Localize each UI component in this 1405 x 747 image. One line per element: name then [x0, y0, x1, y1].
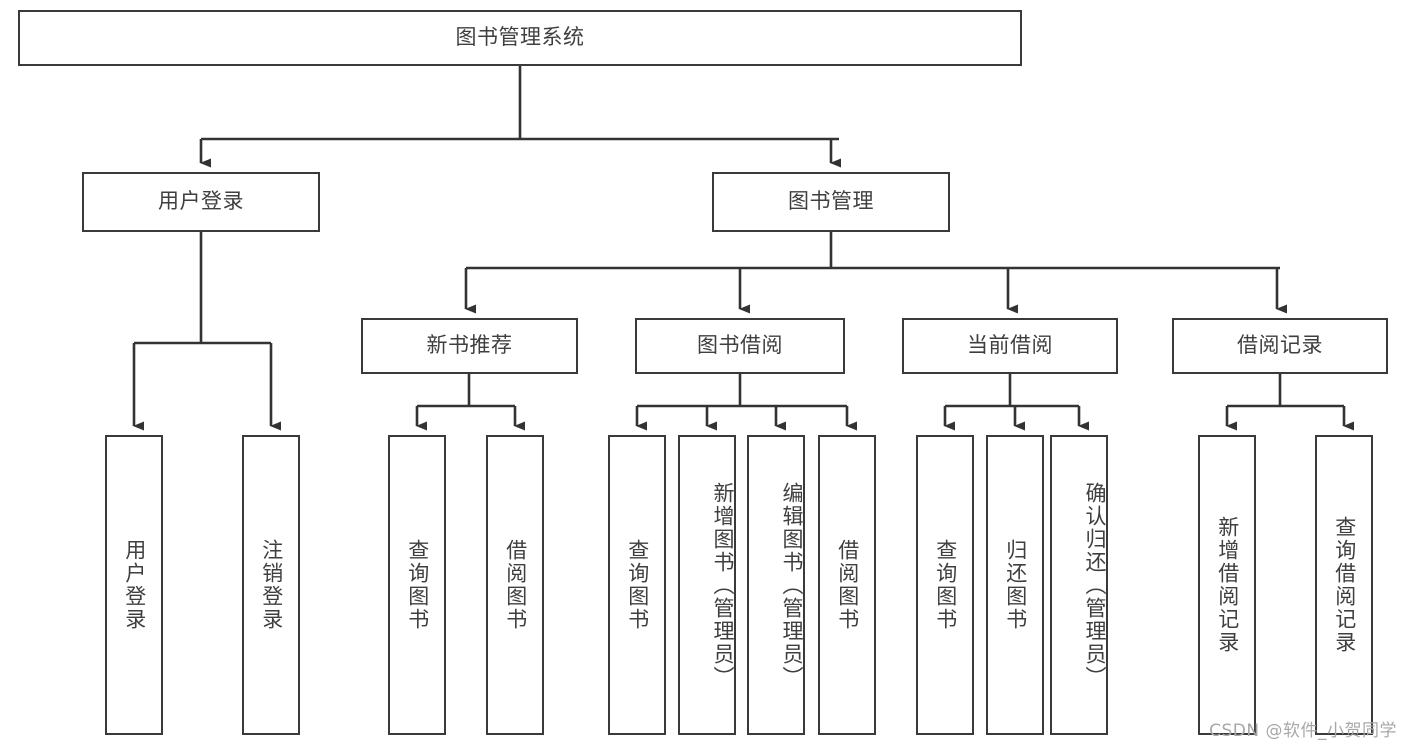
node-leaf-query-record[interactable]: 查询借阅记录: [1315, 435, 1373, 735]
node-book-manage-label: 图书管理: [788, 189, 874, 214]
node-current-borrow[interactable]: 当前借阅: [902, 318, 1118, 374]
node-leaf-confirm-return[interactable]: 确认归还（管理员）: [1050, 435, 1108, 735]
node-leaf-add-book-label: 新增图书（管理员）: [711, 481, 735, 689]
node-borrow-record-label: 借阅记录: [1237, 333, 1323, 358]
node-book-borrow[interactable]: 图书借阅: [635, 318, 845, 374]
node-leaf-return-book[interactable]: 归还图书: [986, 435, 1044, 735]
node-current-borrow-label: 当前借阅: [967, 333, 1053, 358]
node-root-label: 图书管理系统: [455, 25, 585, 50]
node-leaf-edit-book-label: 编辑图书（管理员）: [780, 481, 804, 689]
node-leaf-query-book-2[interactable]: 查询图书: [608, 435, 666, 735]
watermark: CSDN @软件_小贺同学: [1209, 721, 1397, 741]
node-leaf-query-book-1[interactable]: 查询图书: [388, 435, 446, 735]
node-root[interactable]: 图书管理系统: [18, 10, 1022, 66]
node-borrow-record[interactable]: 借阅记录: [1172, 318, 1388, 374]
node-leaf-borrow-book-1[interactable]: 借阅图书: [486, 435, 544, 735]
node-leaf-query-book-3[interactable]: 查询图书: [916, 435, 974, 735]
node-leaf-query-record-label: 查询借阅记录: [1332, 516, 1357, 654]
node-leaf-logout-label: 注销登录: [259, 539, 284, 631]
node-leaf-query-book-3-label: 查询图书: [933, 539, 958, 631]
node-leaf-borrow-book-1-label: 借阅图书: [503, 539, 528, 631]
node-leaf-borrow-book-2[interactable]: 借阅图书: [818, 435, 876, 735]
node-leaf-query-book-1-label: 查询图书: [405, 539, 430, 631]
node-leaf-borrow-book-2-label: 借阅图书: [835, 539, 860, 631]
node-book-manage[interactable]: 图书管理: [712, 172, 950, 232]
node-leaf-logout[interactable]: 注销登录: [242, 435, 300, 735]
node-user-login-label: 用户登录: [158, 189, 244, 214]
node-leaf-user-login[interactable]: 用户登录: [105, 435, 163, 735]
node-book-borrow-label: 图书借阅: [697, 333, 783, 358]
node-leaf-confirm-return-label: 确认归还（管理员）: [1083, 481, 1107, 689]
node-leaf-add-record-label: 新增借阅记录: [1215, 516, 1240, 654]
node-leaf-query-book-2-label: 查询图书: [625, 539, 650, 631]
node-leaf-add-record[interactable]: 新增借阅记录: [1198, 435, 1256, 735]
node-new-book-recommend-label: 新书推荐: [426, 333, 513, 358]
node-leaf-return-book-label: 归还图书: [1003, 539, 1028, 631]
node-leaf-user-login-label: 用户登录: [122, 539, 147, 631]
node-user-login[interactable]: 用户登录: [82, 172, 320, 232]
node-leaf-add-book[interactable]: 新增图书（管理员）: [678, 435, 736, 735]
node-leaf-edit-book[interactable]: 编辑图书（管理员）: [747, 435, 805, 735]
node-new-book-recommend[interactable]: 新书推荐: [361, 318, 578, 374]
